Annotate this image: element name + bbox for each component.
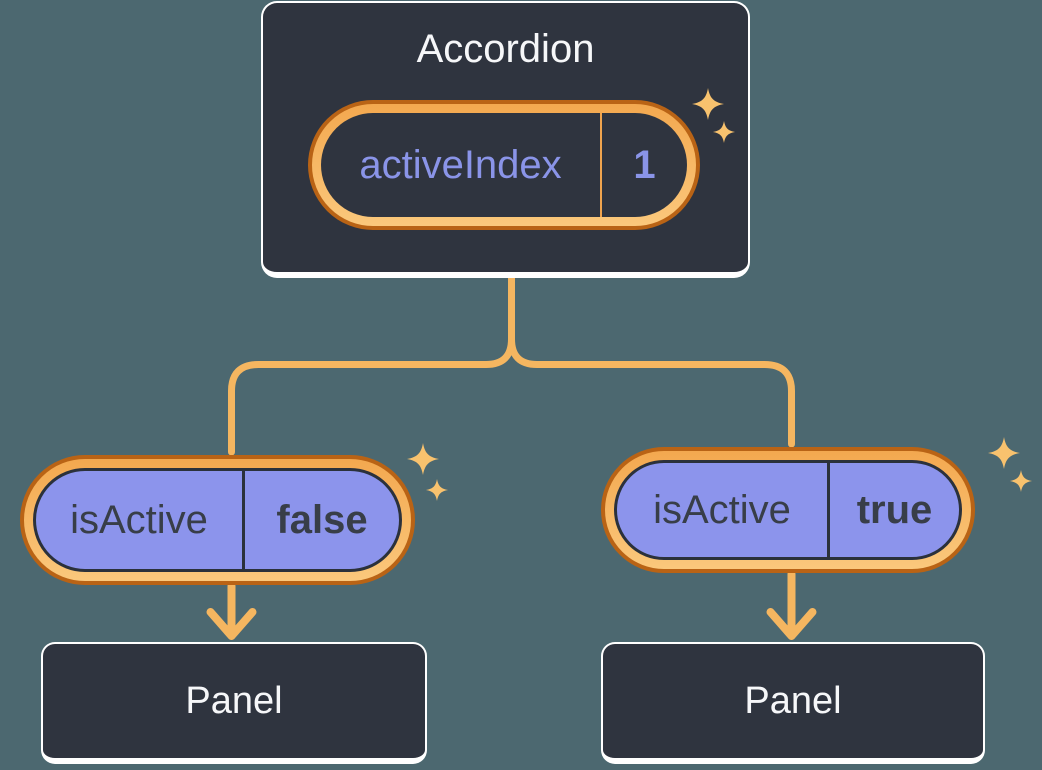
- accordion-card: Accordion activeIndex 1: [261, 1, 750, 278]
- pill-divider: [600, 113, 602, 217]
- child-right-state-pill-ring: isActive true: [601, 447, 975, 573]
- state-label: isActive: [653, 487, 791, 532]
- panel-card-right: Panel: [601, 642, 985, 764]
- sparkle-icon: [407, 443, 449, 502]
- state-value: 1: [633, 142, 656, 187]
- accordion-title: Accordion: [416, 27, 595, 71]
- down-arrow-left-icon: [206, 582, 257, 640]
- connector-branch-left: [228, 335, 515, 456]
- sparkle-icon: [692, 88, 736, 144]
- state-value: true: [856, 487, 933, 532]
- child-left-state-pill-ring: isActive false: [20, 455, 415, 585]
- child-left-state-pill: isActive false: [33, 468, 402, 572]
- pill-divider: [242, 471, 245, 569]
- accordion-state-pill-ring: activeIndex 1: [308, 100, 700, 230]
- state-label: isActive: [70, 497, 208, 542]
- panel-card-left: Panel: [41, 642, 427, 764]
- state-label: activeIndex: [359, 142, 562, 187]
- connector-branch-right: [508, 335, 795, 448]
- down-arrow-right-icon: [766, 570, 817, 640]
- child-right-state-pill: isActive true: [614, 460, 962, 560]
- sparkle-icon: [988, 437, 1033, 493]
- pill-divider: [827, 463, 830, 557]
- state-value: false: [276, 497, 368, 542]
- panel-label: Panel: [185, 679, 283, 722]
- panel-label: Panel: [744, 679, 842, 722]
- accordion-state-pill: activeIndex 1: [321, 113, 687, 217]
